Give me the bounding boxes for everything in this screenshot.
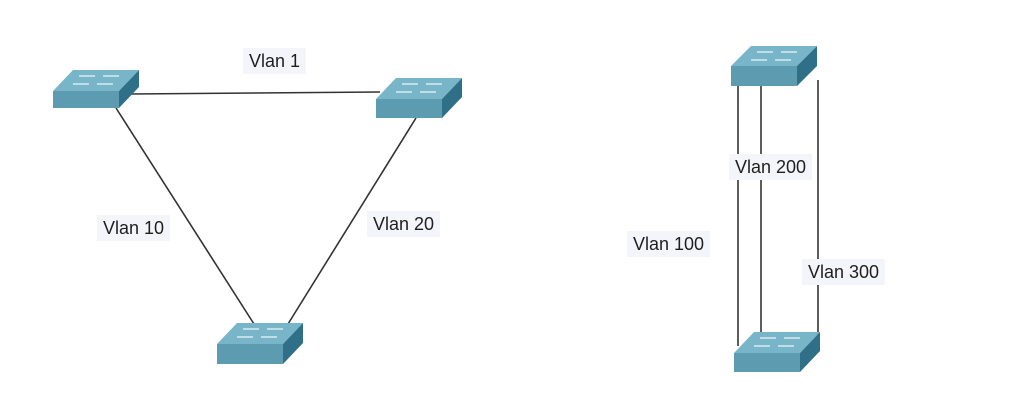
label-vlan-300: Vlan 300 — [802, 259, 886, 285]
link-vlan-20 — [287, 117, 417, 325]
label-vlan-20: Vlan 20 — [367, 211, 441, 237]
label-vlan-10: Vlan 10 — [97, 215, 171, 241]
link-vlan-1 — [129, 91, 381, 95]
switch-lower-right[interactable] — [734, 332, 820, 372]
switch-upper-right[interactable] — [731, 46, 817, 86]
switch-bottom[interactable] — [217, 323, 303, 364]
switch-icon — [217, 323, 303, 364]
links — [115, 80, 819, 346]
switch-icon — [376, 78, 462, 118]
link-vlan-10 — [115, 107, 255, 325]
switch-icon — [53, 70, 139, 108]
label-vlan-1: Vlan 1 — [243, 48, 307, 74]
label-vlan-100: Vlan 100 — [627, 231, 711, 257]
switch-left-top[interactable] — [53, 70, 139, 108]
switch-icon — [734, 332, 820, 372]
switch-right-top[interactable] — [376, 78, 462, 118]
label-vlan-200: Vlan 200 — [729, 154, 813, 180]
switch-icon — [731, 46, 817, 86]
